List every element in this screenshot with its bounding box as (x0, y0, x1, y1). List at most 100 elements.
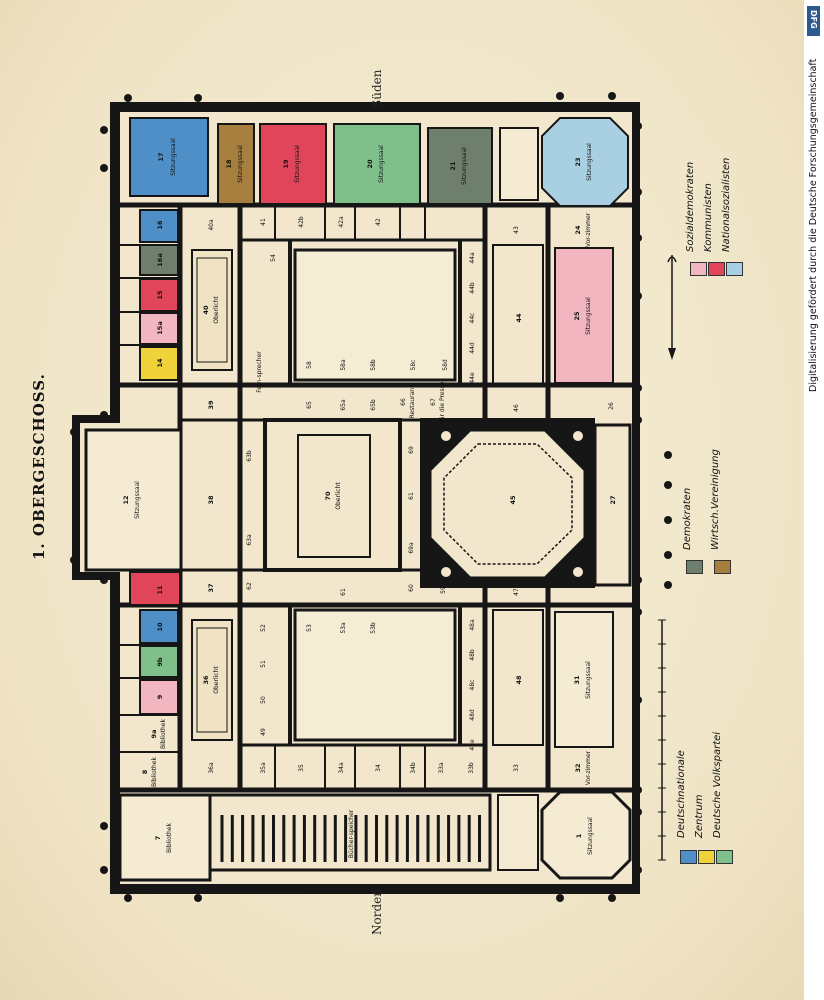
column-dot (100, 576, 108, 584)
legend-swatch-sozialdemokraten (690, 262, 707, 276)
room-62-number: 62 (246, 582, 253, 590)
room-47-number: 47 (513, 588, 520, 596)
room-66-number: 66 (400, 398, 407, 406)
column-dot (634, 188, 642, 196)
room-65a-number: 65a (340, 399, 347, 411)
room-36-label: Oberlicht (213, 666, 220, 694)
north-arrow (667, 255, 677, 360)
legend-label-deutsche-volkspartei: Deutsche Volkspartei (712, 731, 723, 838)
column-dot (634, 786, 642, 794)
legend-label-sozialdemokraten: Sozialdemokraten (685, 161, 696, 252)
credit-strip (804, 0, 824, 1000)
room-7-number: 7 (154, 836, 162, 841)
room-58c-number: 58c (410, 360, 417, 371)
room-25 (554, 247, 614, 384)
room-31-label: Sitzungssaal (585, 661, 592, 699)
room-16 (139, 209, 179, 243)
column-dot (556, 92, 564, 100)
column-dot (100, 822, 108, 830)
column-dot (194, 94, 202, 102)
fernsprecher-label: Fern-sprecher (256, 351, 263, 393)
room-15 (139, 278, 179, 312)
room-36a-number: 36a (208, 762, 215, 774)
room-32-number: 32 (574, 763, 582, 772)
room-number-48c: 48c (469, 680, 476, 691)
legend-swatch-nationalsozialisten (726, 262, 743, 276)
column-dot (634, 234, 642, 242)
room-20-number: 20 (366, 159, 374, 169)
column-dot (124, 894, 132, 902)
room-36-number: 36 (202, 675, 210, 685)
room-9-number: 9 (156, 694, 164, 699)
room-42b-number: 42b (298, 216, 305, 228)
room-40a-number: 40a (208, 219, 215, 231)
room-number-44d: 44d (469, 342, 476, 354)
room-17-label: Sitzungssaal (170, 138, 177, 176)
legend-label-nationalsozialisten: Nationalsozialisten (721, 157, 732, 252)
room-number-48b: 48b (469, 649, 476, 661)
room-34b-number: 34b (410, 762, 417, 774)
room-number-48d: 48d (469, 709, 476, 721)
room-54-number: 54 (270, 254, 277, 262)
room-50-number: 50 (260, 696, 267, 704)
legend-label-deutschnationale: Deutschnationale (676, 750, 687, 838)
room-labels: 17 Sitzungssaal 18 Sitzungssaal 19 Sitzu… (122, 138, 617, 858)
column-dot (634, 384, 642, 392)
room-18-label: Sitzungssaal (237, 145, 244, 183)
room-23-number: 23 (574, 157, 582, 166)
legend-swatch-deutschnationale (680, 850, 697, 864)
room-42-number: 42 (375, 218, 382, 226)
room-15a (139, 312, 179, 345)
room-11 (129, 571, 181, 606)
column-dot (634, 122, 642, 130)
legend-swatch-wirtschaftsvereinigung (714, 560, 731, 574)
room-44-number: 44 (515, 313, 523, 323)
room-33b-number: 33b (468, 762, 475, 774)
room-51-number: 51 (260, 660, 267, 668)
column-dot (100, 411, 108, 419)
room-40-label: Oberlicht (213, 296, 220, 324)
room-12-label: Sitzungssaal (134, 481, 141, 519)
room-10 (139, 609, 179, 644)
column-dot (634, 608, 642, 616)
column-dot (70, 556, 78, 564)
column-dot (70, 428, 78, 436)
page-title: 1. OBERGESCHOSS. (30, 373, 48, 560)
room-63a-number: 63a (246, 534, 253, 546)
column-dot (100, 164, 108, 172)
room-25-number: 25 (573, 311, 581, 321)
room-58-number: 58 (306, 361, 313, 369)
legend-dots (664, 451, 672, 589)
compass-north-label: Norden (370, 889, 384, 935)
room-number-44a: 44a (469, 252, 476, 264)
room-15-number: 15 (156, 290, 164, 300)
legend-label-kommunisten: Kommunisten (703, 183, 714, 252)
room-9a-number: 9a (150, 730, 158, 739)
room-60-number: 60 (408, 584, 415, 592)
room-14-number: 14 (156, 358, 164, 368)
column-dot (634, 416, 642, 424)
room-34-number: 34 (375, 764, 382, 772)
room-11-number: 11 (156, 585, 164, 595)
column-dot (608, 92, 616, 100)
room-17-number: 17 (157, 152, 165, 161)
room-24-label: Vor-zimmer (585, 212, 592, 247)
room-42a-number: 42a (338, 216, 345, 228)
room-32-label: Vor-zimmer (585, 750, 592, 785)
room-52-number: 52 (260, 624, 267, 632)
room-69-number: 69 (408, 446, 415, 454)
central-hall (263, 418, 632, 588)
column-dot (194, 894, 202, 902)
room-number-48e: 48e (469, 739, 476, 751)
buecherspeicher-label: Bücher-speicher (348, 809, 355, 858)
room-49-number: 49 (260, 728, 267, 736)
room-9a-label: Bibliothek (160, 719, 167, 749)
dfg-logo-text: DFG (809, 10, 818, 29)
room-61-number: 61 (340, 588, 347, 596)
party-rooms (129, 117, 629, 715)
room-number-48a: 48a (469, 619, 476, 631)
room-70-label: Oberlicht (335, 482, 342, 510)
room-10-number: 10 (156, 622, 164, 632)
room-18 (217, 123, 255, 205)
